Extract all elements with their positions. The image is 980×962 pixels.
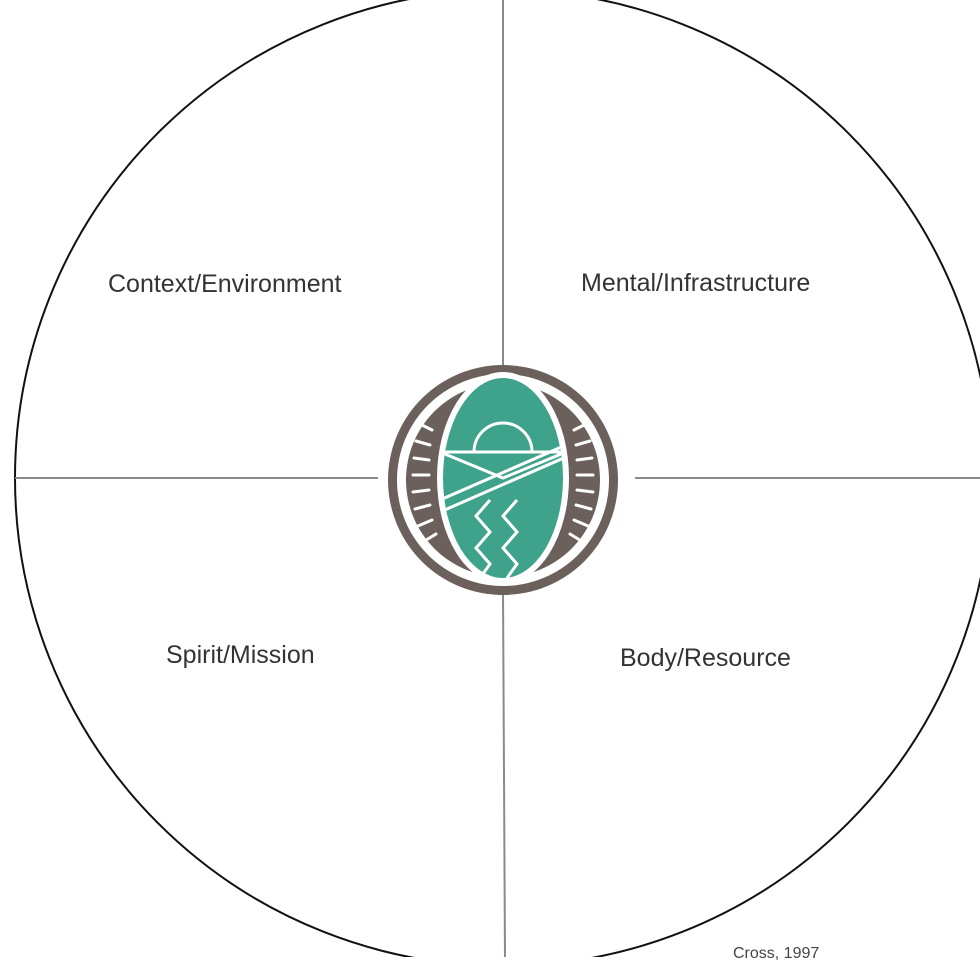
quadrant-label-body-resource: Body/Resource [620,644,791,672]
source-credit: Cross, 1997 [733,945,820,962]
quadrant-label-mental-infrastructure: Mental/Infrastructure [581,269,811,297]
cradleboard-emblem-icon [388,365,618,595]
quadrant-label-context-environment: Context/Environment [108,270,342,298]
divider-bottom [502,589,506,957]
quadrant-label-spirit-mission: Spirit/Mission [166,641,315,669]
